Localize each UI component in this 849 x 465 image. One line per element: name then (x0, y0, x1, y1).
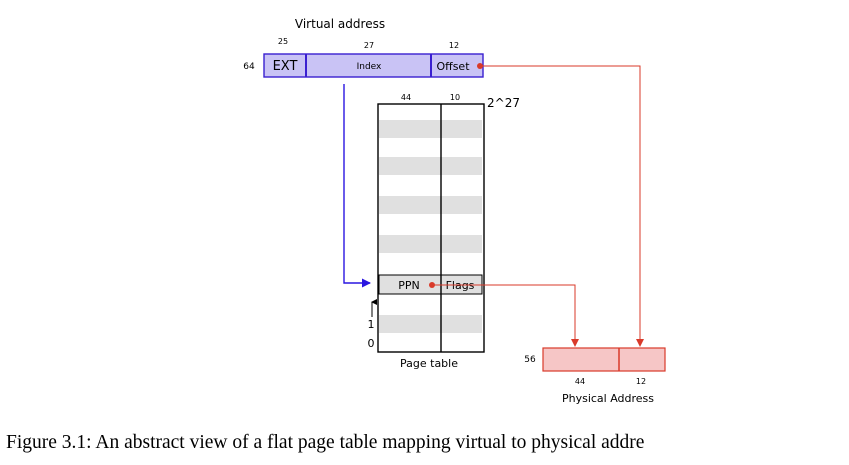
page-table-diagram: Virtual address 64 25 27 12 EXT Index Of… (243, 17, 666, 405)
physical-address-box (542, 347, 666, 372)
row-index-1: 1 (368, 318, 375, 331)
ppn-label: PPN (398, 279, 420, 292)
physical-address-label: Physical Address (562, 392, 654, 405)
page-table-row (379, 196, 482, 214)
page-table: 44 10 2^27 PPN Flags 1 0 Page table (368, 93, 520, 370)
page-table-row (379, 157, 482, 175)
offset-to-physical-arrow (480, 65, 644, 347)
ext-field: EXT (273, 59, 298, 74)
virtual-address-title: Virtual address (295, 17, 385, 31)
ppn-column-bits: 44 (401, 93, 411, 102)
ext-bits: 25 (278, 37, 288, 46)
virtual-address-width: 64 (243, 62, 255, 72)
figure-caption: Figure 3.1: An abstract view of a flat p… (6, 432, 645, 453)
page-table-row (379, 235, 482, 253)
ppn-to-physical-arrow (432, 284, 579, 347)
index-to-entry-arrow (343, 84, 371, 288)
physical-ppn-bits: 44 (575, 377, 585, 386)
page-table-label: Page table (400, 357, 458, 370)
page-table-row (379, 315, 482, 333)
page-table-row (379, 120, 482, 138)
virtual-address: Virtual address 64 25 27 12 EXT Index Of… (243, 17, 484, 78)
offset-field: Offset (436, 60, 470, 73)
page-table-frame (377, 103, 485, 353)
offset-bits: 12 (449, 41, 459, 50)
row-index-0: 0 (368, 337, 375, 350)
index-field: Index (357, 62, 382, 72)
flags-column-bits: 10 (450, 93, 460, 102)
page-table-size: 2^27 (487, 96, 520, 110)
physical-offset-bits: 12 (636, 377, 646, 386)
physical-address-width: 56 (524, 355, 536, 365)
index-bits: 27 (364, 41, 374, 50)
physical-address: 56 44 12 Physical Address (524, 347, 666, 405)
